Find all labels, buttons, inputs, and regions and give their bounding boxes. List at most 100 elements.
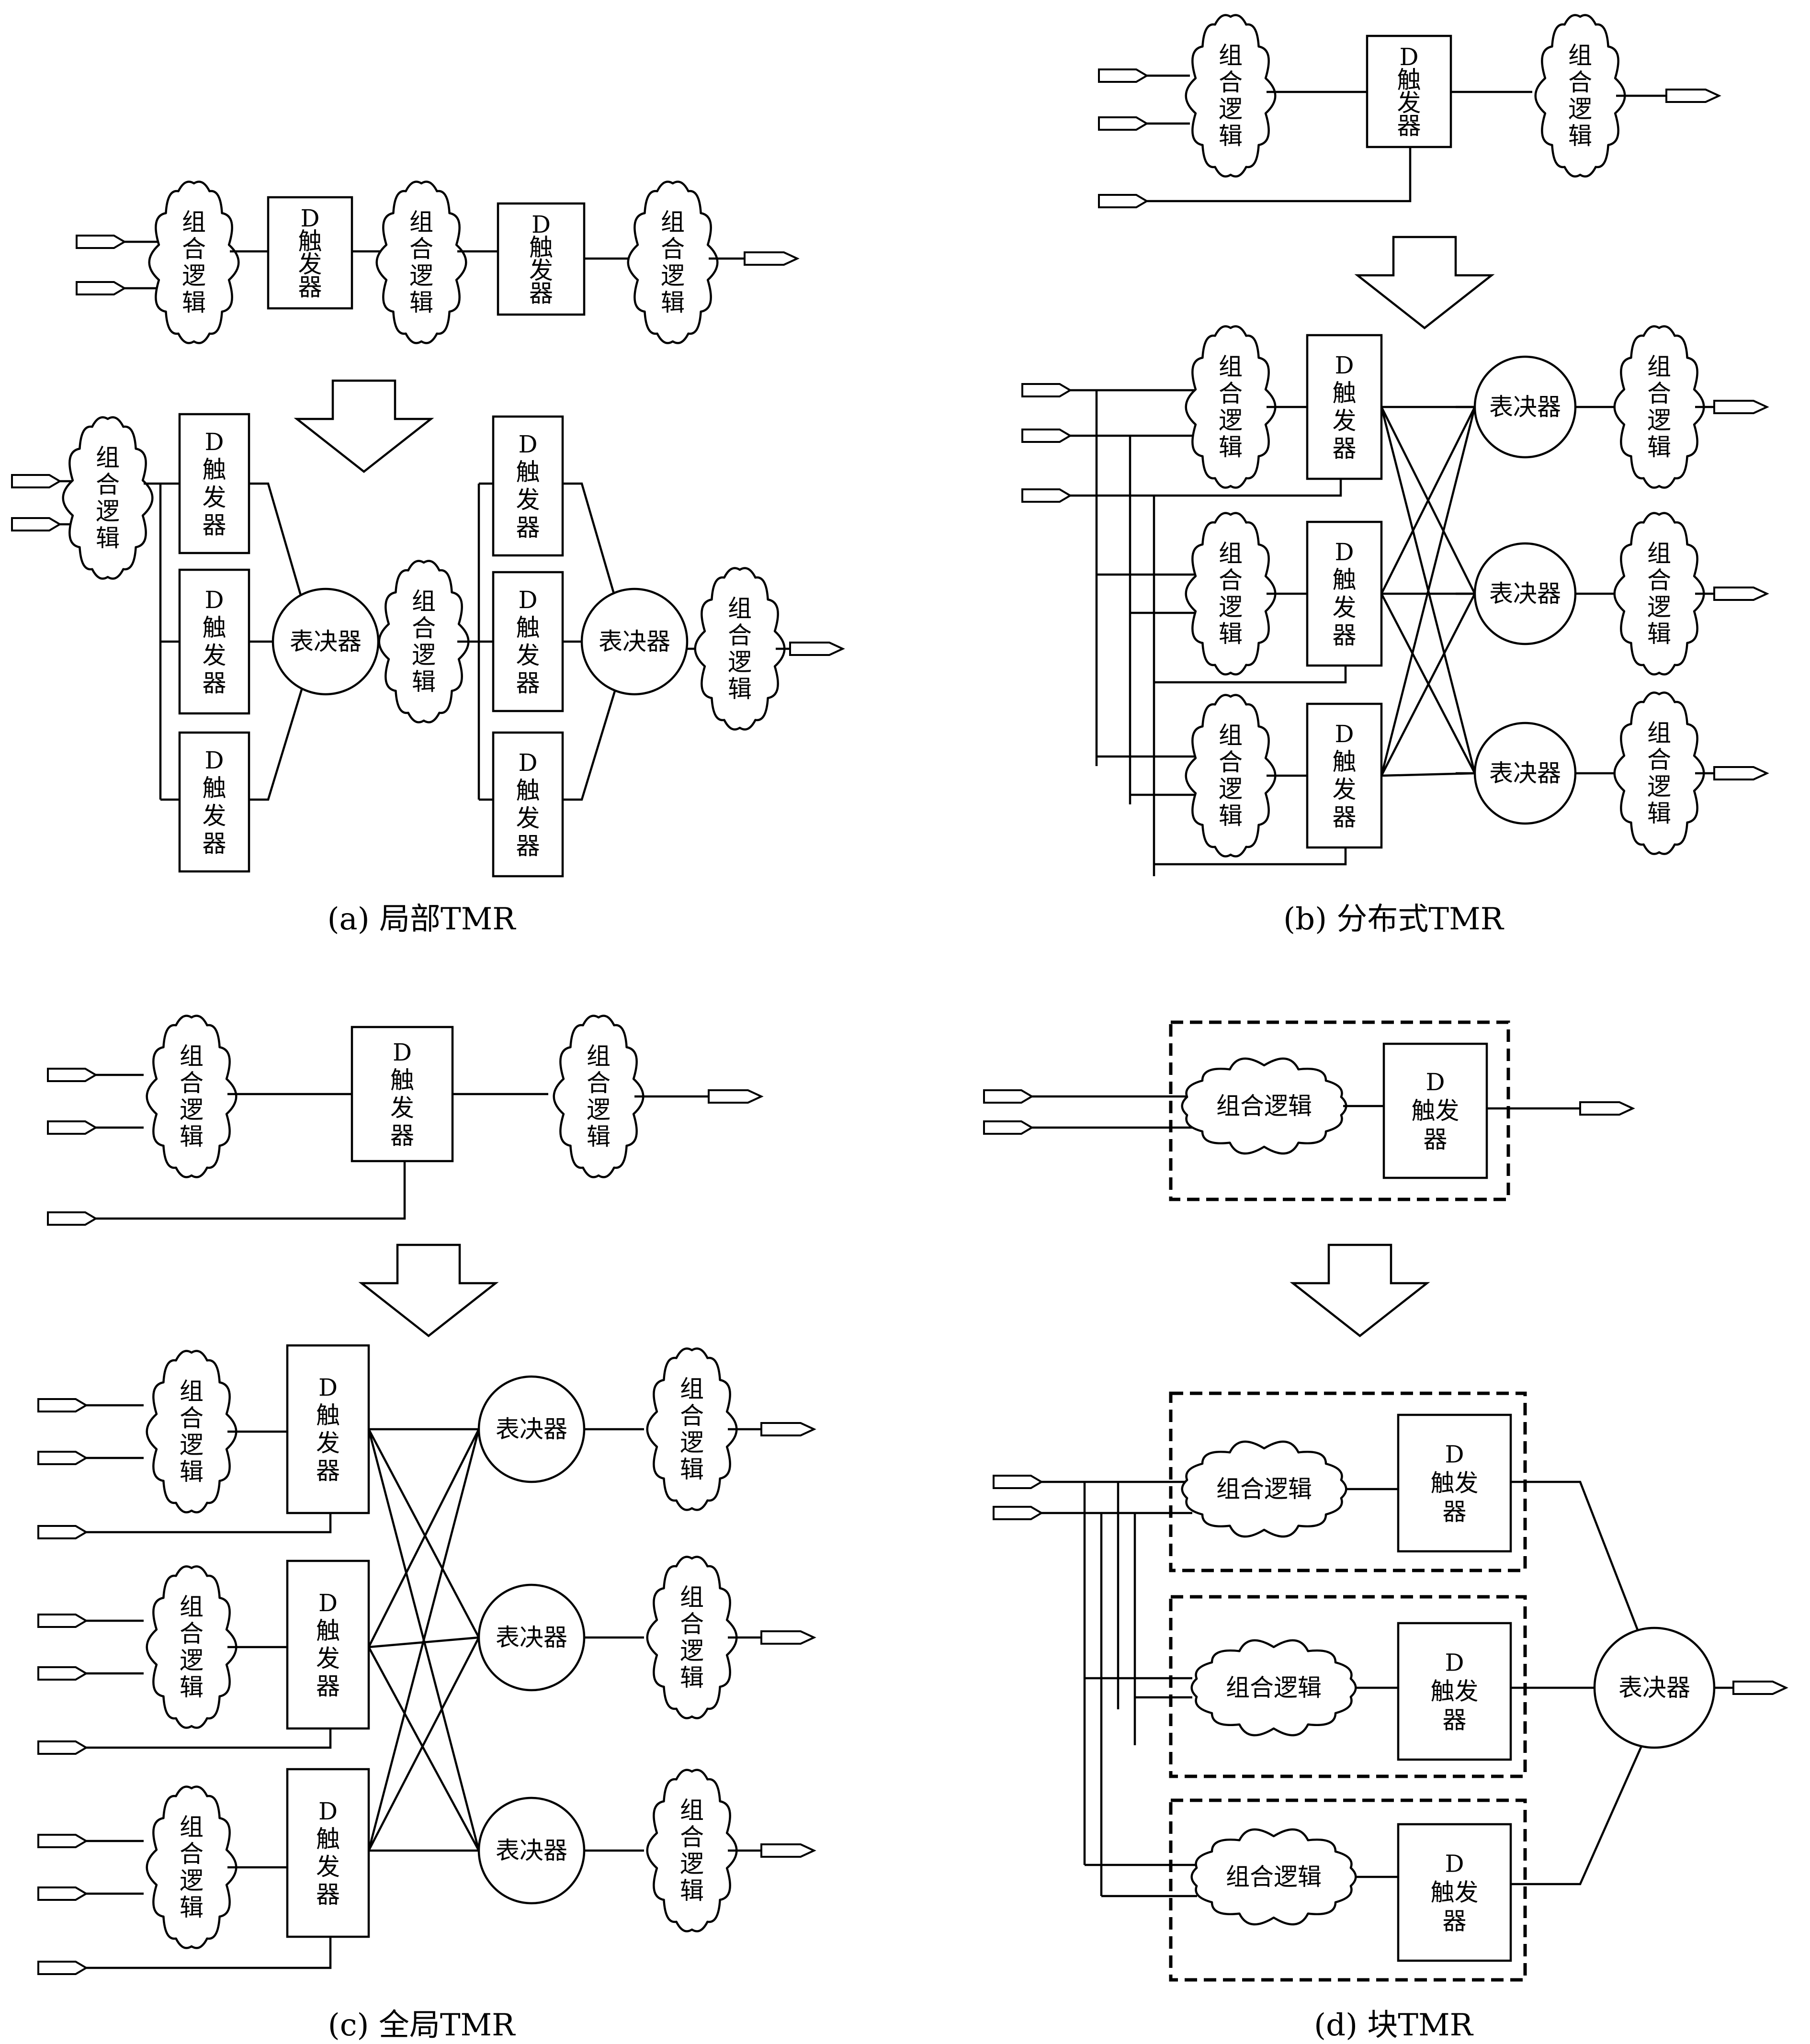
- wire: [563, 689, 617, 801]
- d-flip-flop-label: 触: [1333, 566, 1357, 594]
- cloud-label-char: 组: [409, 208, 433, 236]
- cloud-shape: [146, 1785, 238, 1949]
- d-flip-flop-label: 触: [316, 1617, 340, 1645]
- d-flip-flop-label: 器: [316, 1672, 340, 1700]
- combinational-logic-cloud: 组合逻辑: [148, 181, 240, 344]
- input-port: [76, 281, 126, 295]
- combinational-logic-cloud: 组合逻辑: [627, 181, 719, 344]
- d-flip-flop-label: 发: [529, 257, 553, 284]
- wire: [96, 1161, 406, 1220]
- d-flip-flop-box: [1397, 1622, 1512, 1761]
- d-flip-flop-box: [178, 413, 250, 554]
- d-flip-flop-label: D: [318, 1589, 338, 1617]
- d-flip-flop-label: D: [1445, 1850, 1464, 1878]
- combinational-logic-cloud: 组合逻辑: [1190, 1828, 1357, 1926]
- d-flip-flop-label: D: [518, 749, 537, 777]
- voter-label: 表决器: [1489, 759, 1561, 787]
- d-flip-flop-label: 发: [316, 1645, 340, 1672]
- output-port: [1665, 89, 1721, 103]
- cloud-label-char: 组: [412, 587, 436, 615]
- cloud-label-char: 合: [661, 235, 685, 263]
- d-flip-flop-box: [492, 731, 564, 878]
- wire: [249, 482, 303, 599]
- cloud-label-char: 组: [680, 1375, 704, 1403]
- d-flip-flop-label: 器: [529, 280, 553, 307]
- d-flip-flop-label: 触发: [1431, 1678, 1479, 1705]
- voter: 表决器: [477, 1375, 586, 1483]
- cloud-label-char: 逻: [1647, 773, 1671, 801]
- output-port: [760, 1422, 816, 1436]
- d-flip-flop-label: 器: [1333, 621, 1357, 649]
- cloud-label-char: 组: [1647, 540, 1671, 567]
- cloud-label-char: 合: [1219, 566, 1243, 594]
- d-flip-flop-label: 器: [1397, 112, 1421, 140]
- tmr-block-boundary: [1169, 1595, 1527, 1778]
- wire: [368, 1428, 480, 1638]
- cloud-label-char: 合: [412, 614, 436, 642]
- combinational-logic-cloud: 组合逻辑: [694, 567, 786, 731]
- cloud-shape: [646, 1556, 738, 1719]
- cloud-shape: [646, 1347, 738, 1511]
- d-flip-flop-label: 触: [529, 234, 553, 261]
- input-port: [37, 1886, 88, 1901]
- cloud-label-char: 逻: [1219, 407, 1243, 434]
- wire: [86, 1513, 332, 1534]
- cloud-shape: [1181, 1440, 1347, 1538]
- cloud-shape: [146, 1015, 238, 1178]
- cloud-shape: [627, 181, 719, 344]
- voter-label: 表决器: [1489, 393, 1561, 421]
- cloud-label-char: 组: [728, 595, 752, 622]
- input-port: [993, 1506, 1043, 1520]
- d-flip-flop-label: 器: [203, 669, 226, 697]
- d-flip-flop-label: D: [1399, 43, 1418, 71]
- cloud-label-char: 逻: [412, 641, 436, 669]
- cloud-label-char: 逻: [180, 1647, 204, 1674]
- caption-a: (a) 局部TMR: [328, 902, 517, 937]
- d-flip-flop-box: [286, 1344, 370, 1514]
- d-flip-flop-label: 器: [390, 1122, 414, 1150]
- cloud-label-char: 合: [1647, 566, 1671, 594]
- cloud-label-char: 合: [96, 471, 120, 498]
- cloud-label-char: 组: [180, 1378, 204, 1405]
- cloud-label-char: 组: [1219, 722, 1243, 749]
- cloud-label-char: 逻: [180, 1431, 204, 1459]
- d-flip-flop-box: [1382, 1042, 1488, 1179]
- d-flip-flop-label: 器: [516, 832, 540, 860]
- cloud-label-char: 合: [728, 621, 752, 649]
- wire: [1147, 147, 1412, 203]
- input-port: [1021, 429, 1072, 443]
- input-port: [37, 1398, 88, 1412]
- cloud-label-char: 逻: [1219, 593, 1243, 621]
- cloud-label-char: 辑: [1219, 433, 1243, 461]
- cloud-label-char: 合: [1647, 746, 1671, 774]
- cloud-label-char: 逻: [1568, 95, 1592, 123]
- d-flip-flop-label: 器: [1333, 435, 1357, 463]
- cloud-label-char: 组: [180, 1813, 204, 1841]
- cloud-label-char: 组: [180, 1042, 204, 1070]
- wire: [1154, 847, 1347, 866]
- d-flip-flop-label: 触: [516, 614, 540, 642]
- d-flip-flop-box: [267, 196, 353, 310]
- input-port: [37, 1451, 88, 1465]
- wire: [1511, 1733, 1649, 1886]
- combinational-logic-cloud: 组合逻辑: [1613, 512, 1705, 676]
- wire: [1154, 666, 1347, 684]
- cloud-label-char: 辑: [180, 1458, 204, 1486]
- input-port: [76, 235, 126, 249]
- combinational-logic-cloud: 组合逻辑: [378, 560, 470, 723]
- cloud-shape: [1613, 691, 1705, 855]
- tmr-block-boundary: [1169, 1798, 1527, 1982]
- wire: [1380, 407, 1476, 776]
- cloud-label-char: 辑: [409, 289, 433, 316]
- cloud-label-char: 逻: [1219, 775, 1243, 803]
- d-flip-flop-label: D: [518, 586, 537, 614]
- cloud-label-char: 逻: [182, 262, 206, 290]
- d-flip-flop-label: 触: [1333, 379, 1357, 407]
- d-flip-flop-label: D: [1335, 720, 1354, 748]
